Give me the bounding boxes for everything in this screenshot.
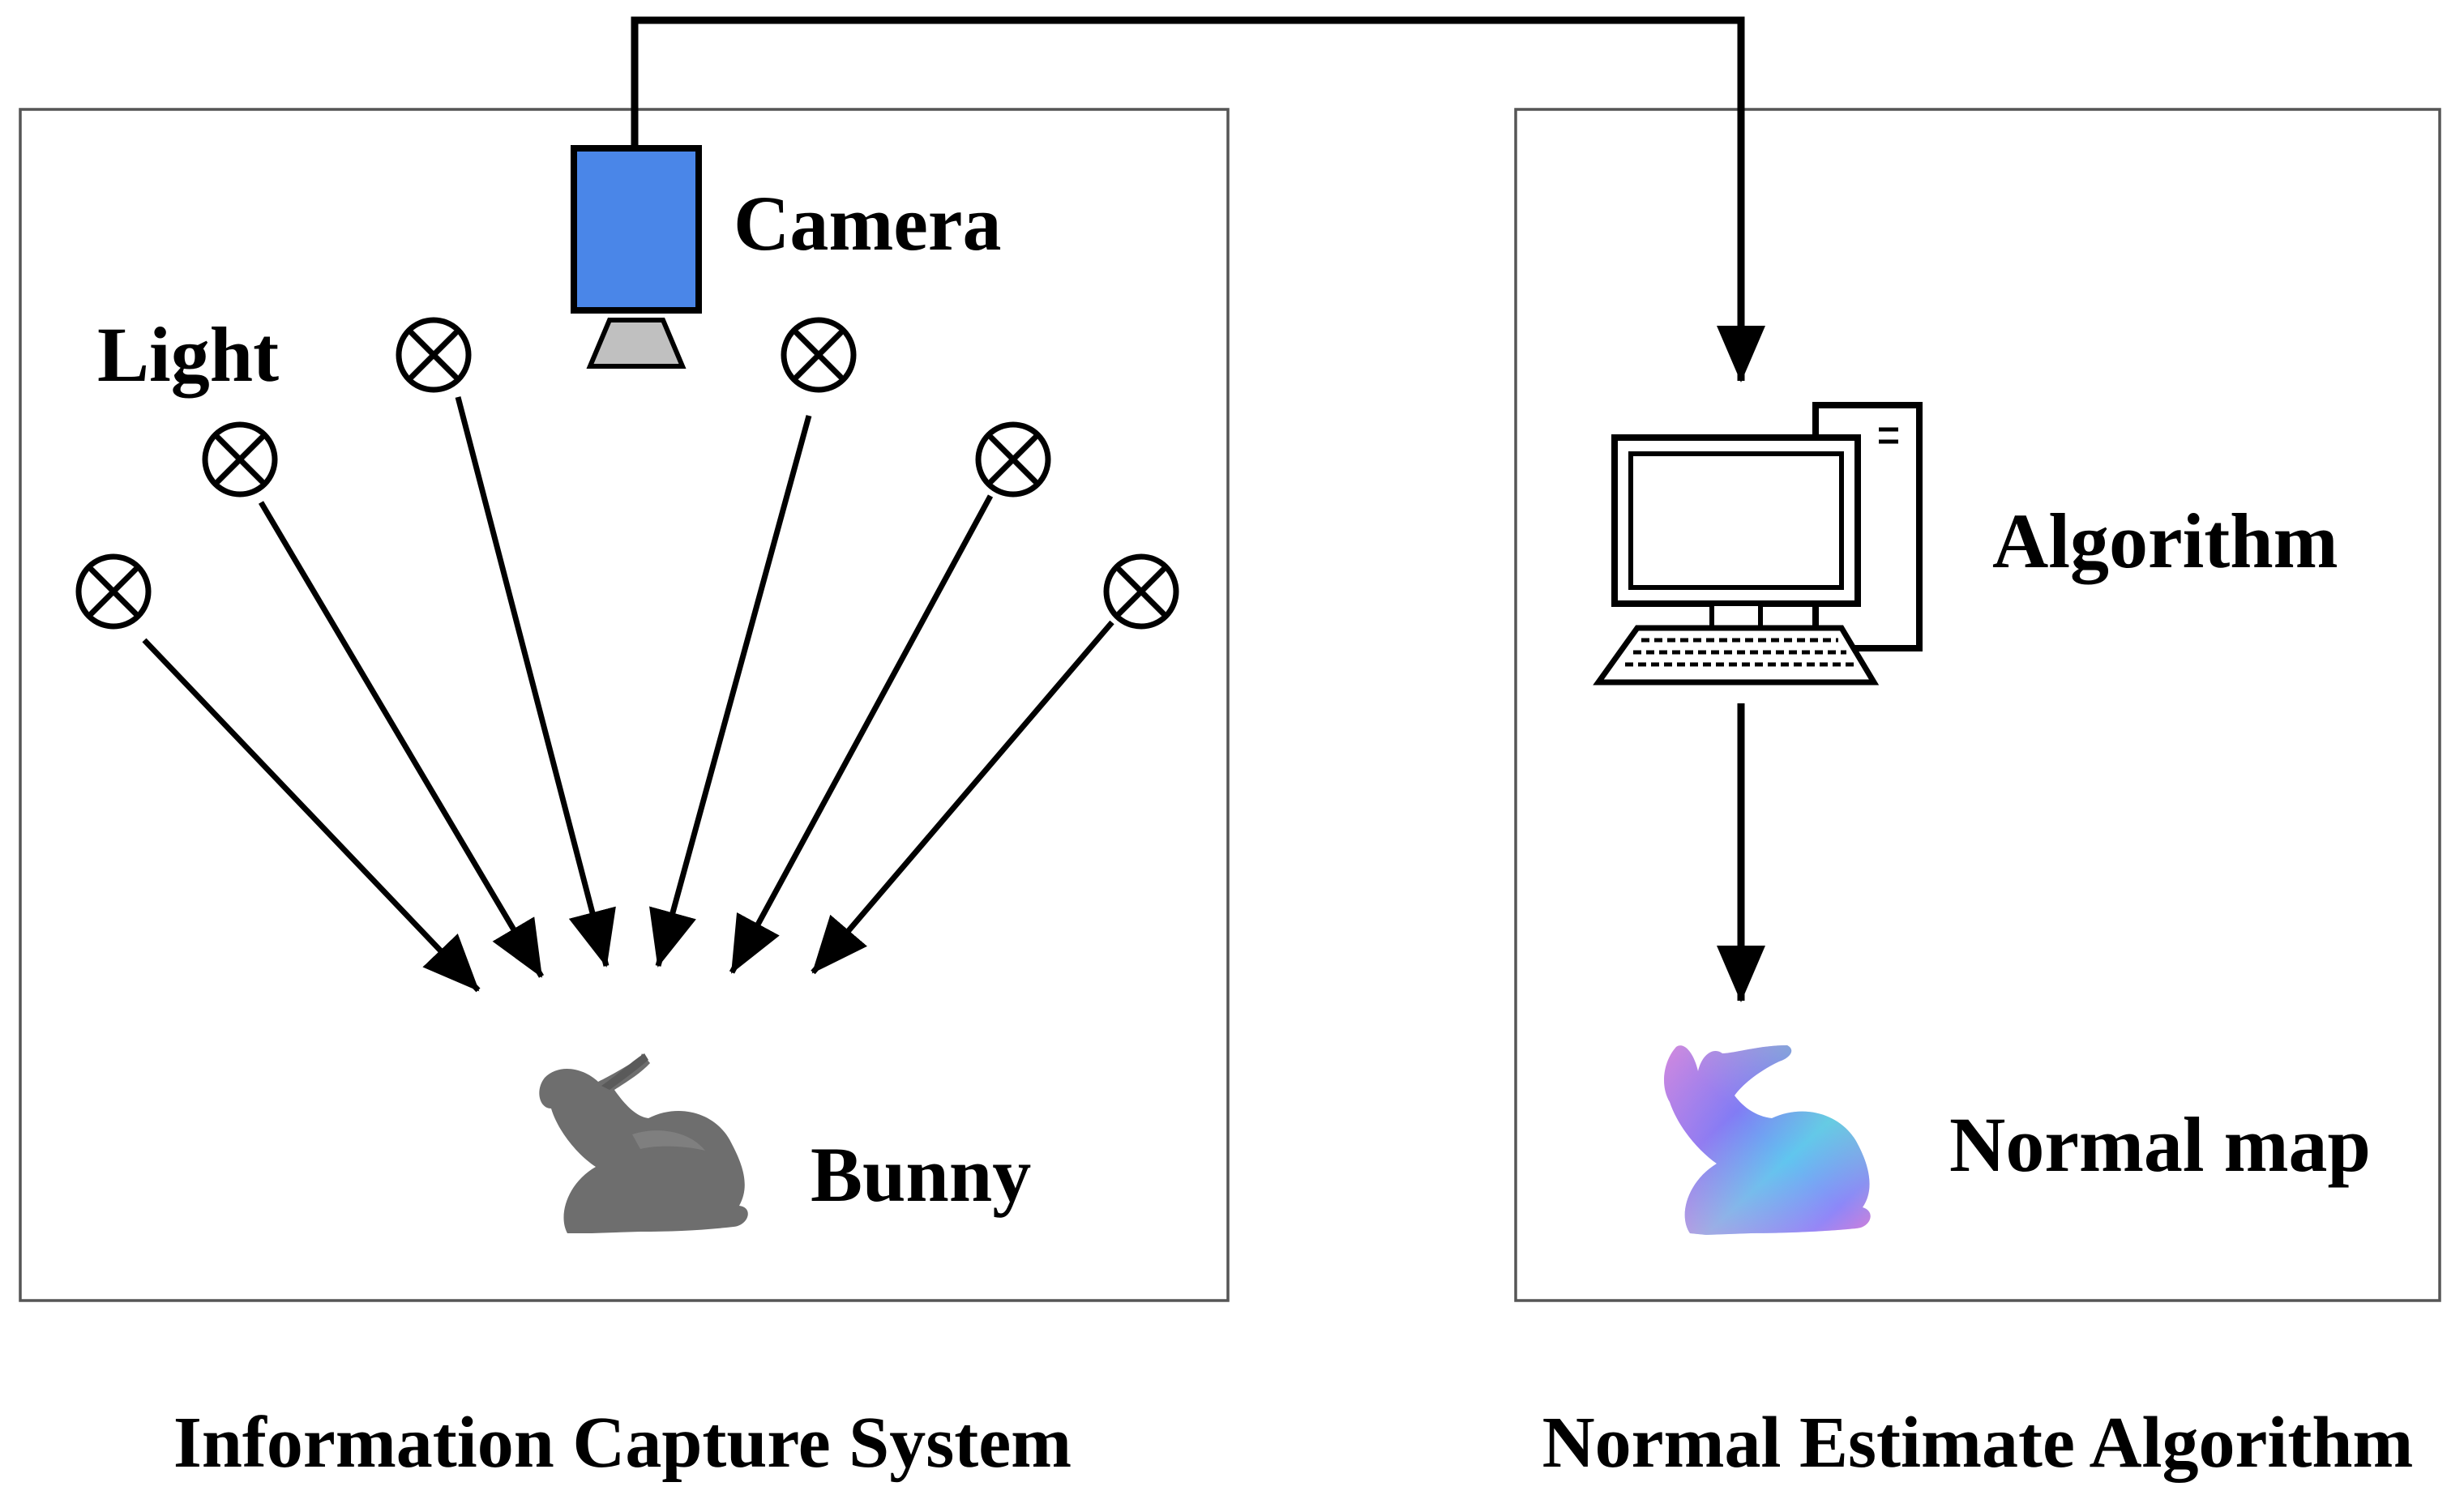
light-source-icon xyxy=(202,421,278,498)
stanford-bunny-normal-map-image xyxy=(1664,1045,1871,1235)
light-source-icon xyxy=(975,421,1051,498)
light-source-icon xyxy=(781,317,857,393)
bunny-label: Bunny xyxy=(811,1131,1031,1218)
desktop-computer-icon xyxy=(1593,402,1923,686)
camera-icon xyxy=(571,145,702,369)
light-ray-arrow xyxy=(455,396,616,967)
light-source-icon xyxy=(396,317,472,393)
normal-estimate-caption: Normal Estimate Algorithm xyxy=(1542,1403,2414,1483)
normal-map-label: Normal map xyxy=(1949,1101,2371,1188)
algorithm-panel xyxy=(1514,108,2441,1302)
stanford-bunny-gray-image xyxy=(539,1053,748,1233)
camera-label: Camera xyxy=(734,180,1002,267)
light-ray-arrow xyxy=(258,501,545,978)
light-source-icon xyxy=(1103,553,1179,630)
capture-panel xyxy=(19,108,1230,1302)
light-ray-arrow xyxy=(142,638,481,993)
light-source-icon xyxy=(75,553,152,630)
light-ray-arrow xyxy=(729,494,994,974)
algorithm-label: Algorithm xyxy=(1992,498,2338,584)
light-ray-arrow xyxy=(649,415,812,967)
light-ray-arrow xyxy=(811,620,1114,975)
camera-to-computer-connector xyxy=(631,16,1765,382)
light-label: Light xyxy=(97,311,279,398)
capture-system-caption: Information Capture System xyxy=(173,1403,1072,1483)
